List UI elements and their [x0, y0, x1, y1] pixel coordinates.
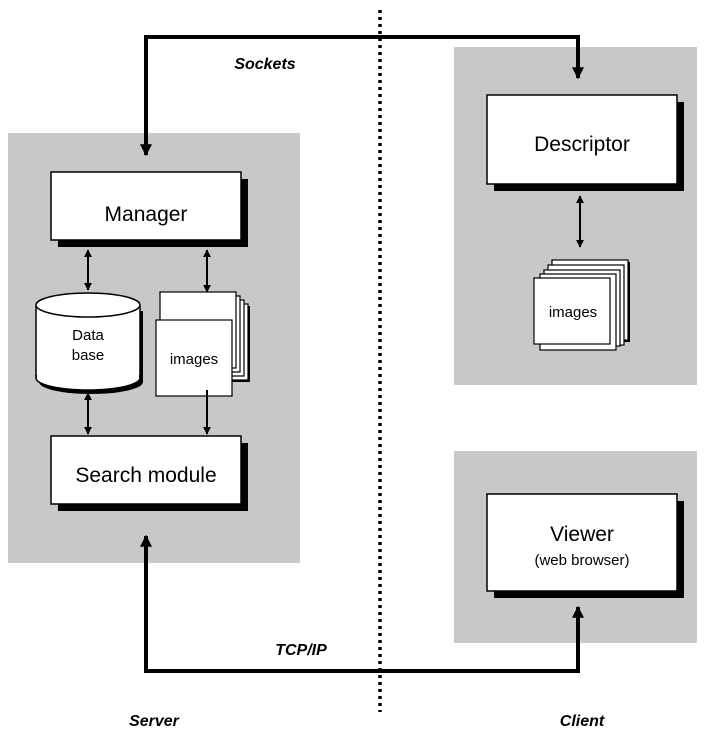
manager-label: Manager: [105, 203, 188, 226]
client-label: Client: [560, 713, 605, 730]
descriptor-label: Descriptor: [534, 133, 630, 156]
tcpip-label: TCP/IP: [275, 642, 327, 659]
tcpip-connection: [140, 534, 584, 673]
server-label: Server: [129, 713, 180, 730]
descriptor-box: [486, 94, 678, 185]
manager-box: [50, 171, 242, 241]
database-label-line1: Data: [72, 327, 104, 344]
client-images-label: images: [549, 304, 597, 321]
database-icon: [35, 292, 143, 394]
sockets-label: Sockets: [234, 56, 295, 73]
server-images-stack-icon: [155, 291, 250, 397]
server-images-label: images: [170, 351, 218, 368]
client-images-stack-icon: [533, 259, 630, 351]
database-label-line2: base: [72, 347, 105, 364]
search-module-box: [50, 435, 242, 505]
sockets-connection: [140, 35, 584, 157]
viewer-label: Viewer: [550, 523, 614, 546]
search-module-label: Search module: [75, 464, 216, 487]
viewer-box: [486, 493, 678, 592]
viewer-sublabel: (web browser): [534, 552, 629, 569]
